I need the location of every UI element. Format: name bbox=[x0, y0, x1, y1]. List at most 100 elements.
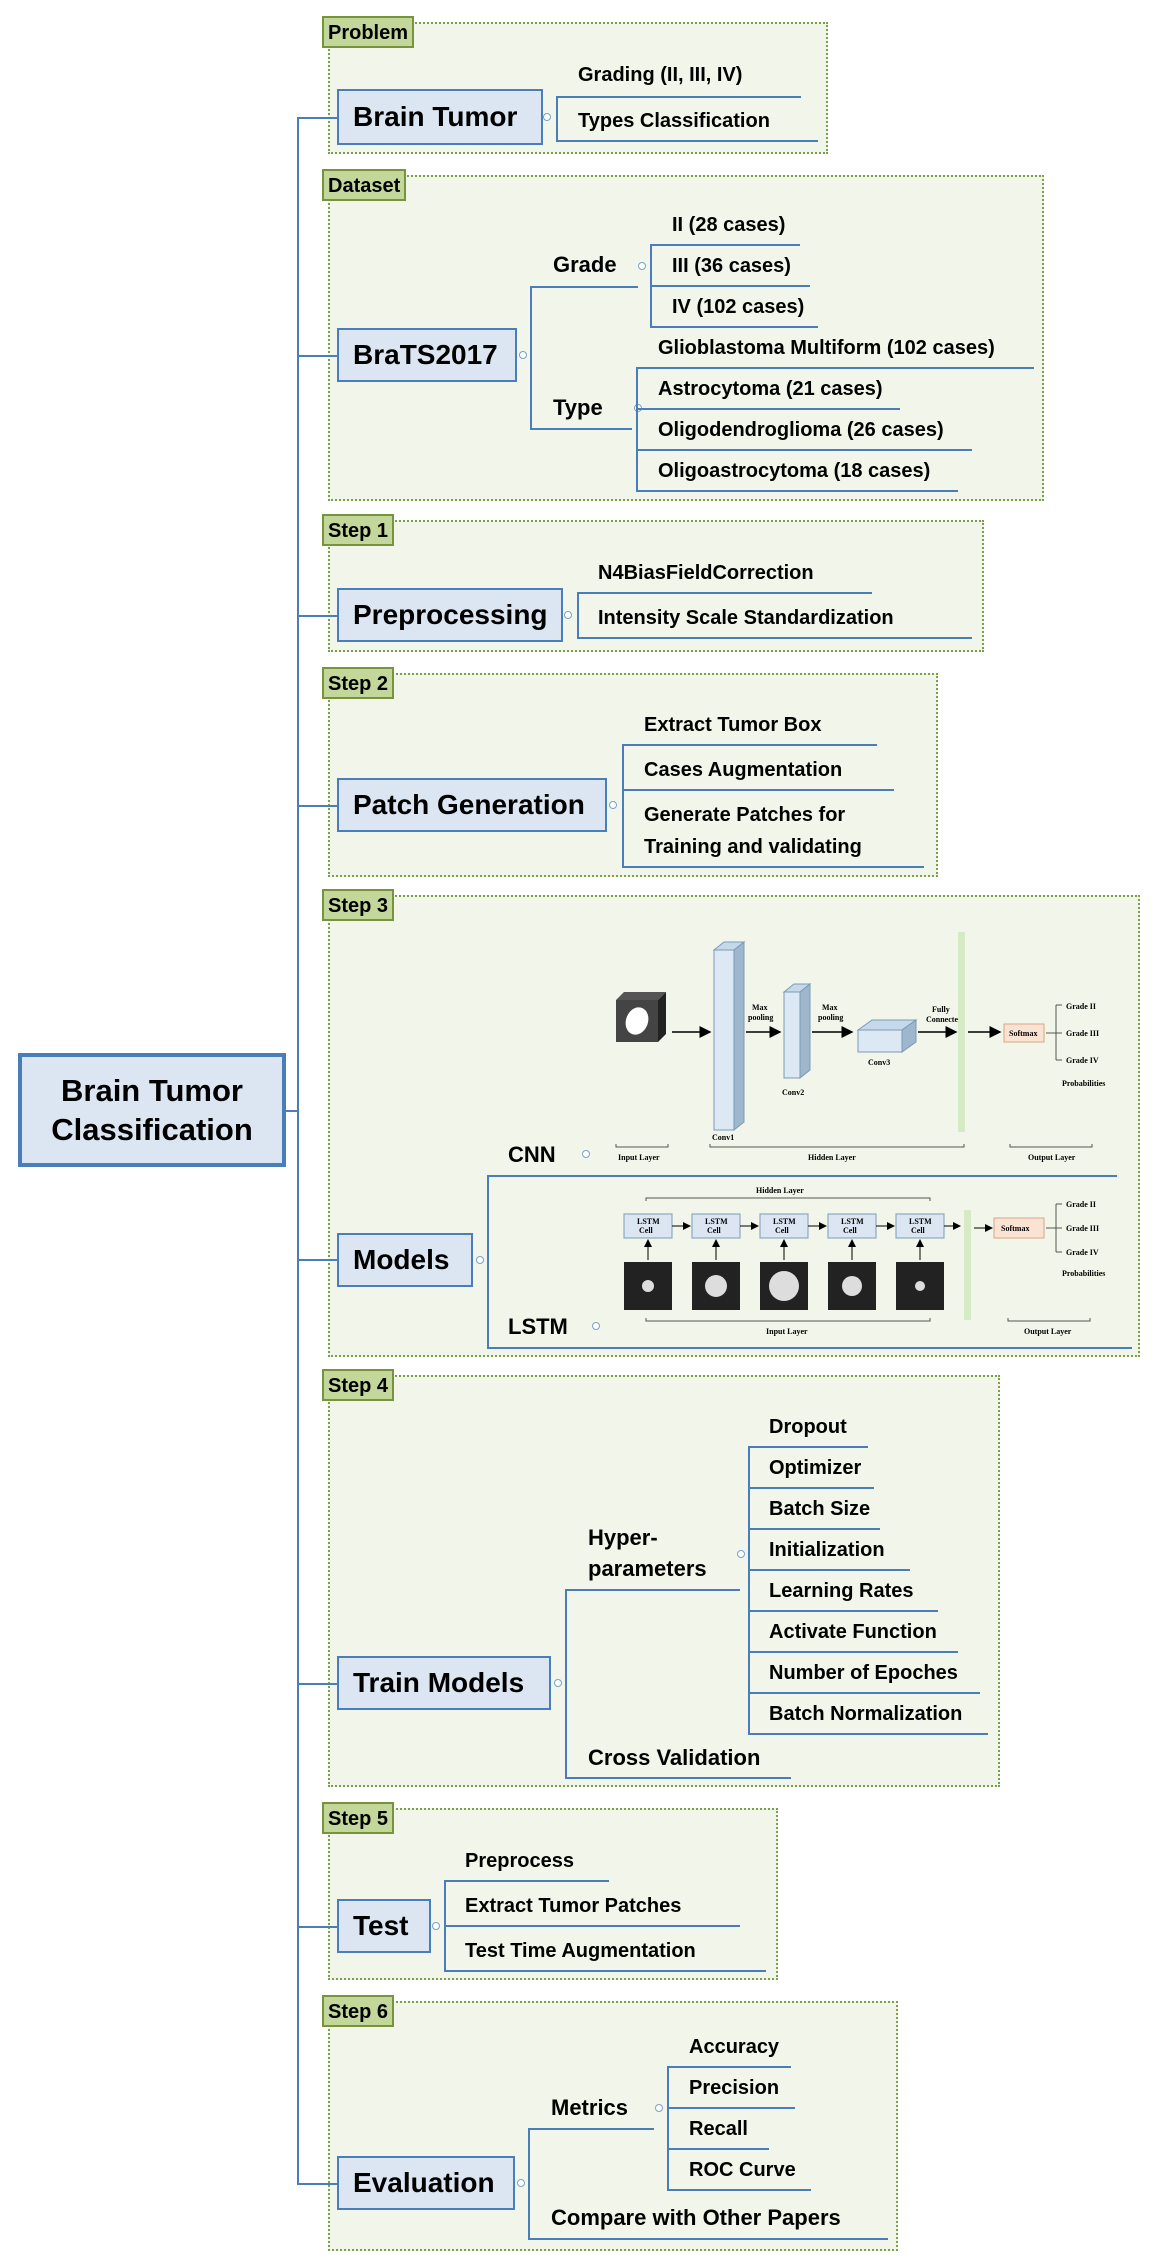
compare-label: Compare with Other Papers bbox=[551, 2205, 841, 2230]
conv3-label: Conv3 bbox=[868, 1058, 890, 1067]
main-spine bbox=[297, 117, 299, 2183]
collapse-icon[interactable] bbox=[554, 1679, 562, 1687]
root-node[interactable]: Brain Tumor Classification bbox=[18, 1053, 286, 1167]
step3-title: Models bbox=[353, 1244, 450, 1275]
type-item: Oligoastrocytoma (18 cases) bbox=[658, 460, 931, 482]
metrics-item-recall: Recall bbox=[689, 2118, 748, 2140]
step5-ul-3 bbox=[444, 1970, 766, 1972]
dataset-node[interactable]: BraTS2017 bbox=[337, 328, 517, 382]
conv1-label: Conv1 bbox=[712, 1133, 734, 1142]
svg-text:LSTM: LSTM bbox=[909, 1217, 932, 1226]
hyper-item-ul bbox=[748, 1692, 980, 1694]
hyper-item-ul bbox=[748, 1651, 958, 1653]
lstm-label: LSTM bbox=[508, 1314, 568, 1339]
step6-title: Evaluation bbox=[353, 2167, 495, 2198]
svg-text:LSTM: LSTM bbox=[773, 1217, 796, 1226]
grade-label: Grade bbox=[553, 252, 617, 277]
cnn-grade-iii: Grade III bbox=[1066, 1029, 1099, 1038]
metrics-item-ul bbox=[667, 2066, 791, 2068]
step2-tag: Step 2 bbox=[322, 667, 395, 699]
type-label: Type bbox=[553, 395, 603, 420]
svg-text:LSTM: LSTM bbox=[705, 1217, 728, 1226]
max-pool-label-2: Max bbox=[822, 1003, 838, 1012]
cnn-hidden-layer: Hidden Layer bbox=[808, 1153, 856, 1162]
step5-node[interactable]: Test bbox=[337, 1899, 431, 1953]
step1-vline bbox=[577, 592, 579, 637]
hidden-layer-bracket bbox=[709, 1144, 965, 1148]
hyper-label-line1: Hyper- bbox=[588, 1525, 658, 1550]
step2-item-augment: Cases Augmentation bbox=[644, 759, 843, 781]
softmax-box bbox=[1003, 1023, 1045, 1043]
input-patch-icon bbox=[760, 1262, 808, 1310]
step6-node[interactable]: Evaluation bbox=[337, 2156, 515, 2210]
problem-item-types: Types Classification bbox=[578, 110, 770, 132]
hyper-item-epochs: Number of Epoches bbox=[769, 1662, 958, 1684]
root-connector bbox=[286, 1110, 298, 1112]
step4-vline bbox=[565, 1589, 567, 1777]
step1-ul-2 bbox=[577, 637, 972, 639]
dataset-tag: Dataset bbox=[322, 169, 407, 201]
dataset-title: BraTS2017 bbox=[353, 339, 498, 370]
collapse-icon[interactable] bbox=[609, 801, 617, 809]
step2-vline bbox=[622, 744, 624, 866]
hyper-ul bbox=[565, 1589, 740, 1591]
metrics-item-roc: ROC Curve bbox=[689, 2159, 796, 2181]
collapse-icon[interactable] bbox=[638, 262, 646, 270]
step2-item-generate-1: Generate Patches for bbox=[644, 804, 846, 826]
collapse-icon[interactable] bbox=[432, 1922, 440, 1930]
step2-branch bbox=[297, 805, 337, 807]
step1-ul-1 bbox=[577, 592, 872, 594]
hyper-vline bbox=[748, 1446, 750, 1733]
cnn-output-layer: Output Layer bbox=[1028, 1153, 1076, 1162]
step3-node[interactable]: Models bbox=[337, 1233, 473, 1287]
step5-item-tta: Test Time Augmentation bbox=[465, 1940, 696, 1962]
lstm-probabilities: Probabilities bbox=[1062, 1269, 1105, 1278]
step1-node[interactable]: Preprocessing bbox=[337, 588, 563, 642]
metrics-item-precision: Precision bbox=[689, 2077, 780, 2099]
hyper-label-line2: parameters bbox=[588, 1556, 707, 1581]
lstm-output-layer: Output Layer bbox=[1024, 1327, 1072, 1336]
type-vline bbox=[636, 367, 638, 490]
collapse-icon[interactable] bbox=[517, 2179, 525, 2187]
lstm-hidden-bracket bbox=[645, 1197, 931, 1201]
problem-node[interactable]: Brain Tumor bbox=[337, 89, 543, 145]
collapse-icon[interactable] bbox=[543, 113, 551, 121]
step5-title: Test bbox=[353, 1910, 409, 1941]
metrics-vline bbox=[667, 2066, 669, 2189]
lstm-output-bracket bbox=[1007, 1318, 1091, 1322]
step5-ul-2 bbox=[444, 1925, 740, 1927]
compare-ul bbox=[528, 2238, 888, 2240]
type-ul-2 bbox=[636, 408, 900, 410]
step1-branch bbox=[297, 615, 337, 617]
cnn-grade-ii: Grade II bbox=[1066, 1002, 1096, 1011]
softmax-bracket bbox=[1046, 1004, 1062, 1061]
problem-branch bbox=[297, 117, 337, 119]
cnn-architecture-diagram: Max pooling Max pooling Fully Connected … bbox=[615, 932, 1105, 1162]
collapse-icon[interactable] bbox=[655, 2104, 663, 2112]
root-title-line1: Brain Tumor bbox=[61, 1073, 243, 1108]
collapse-icon[interactable] bbox=[476, 1256, 484, 1264]
metrics-item-ul bbox=[667, 2189, 811, 2191]
svg-text:Cell: Cell bbox=[911, 1226, 926, 1235]
collapse-icon[interactable] bbox=[592, 1322, 600, 1330]
step4-node[interactable]: Train Models bbox=[337, 1656, 551, 1710]
svg-text:Cell: Cell bbox=[775, 1226, 790, 1235]
input-patch-icon bbox=[692, 1262, 740, 1310]
hyper-item-ul bbox=[748, 1487, 874, 1489]
lstm-ul bbox=[487, 1347, 1132, 1349]
step4-section bbox=[328, 1375, 1000, 1787]
collapse-icon[interactable] bbox=[737, 1550, 745, 1558]
collapse-icon[interactable] bbox=[564, 611, 572, 619]
cnn-ul bbox=[487, 1175, 1117, 1177]
fully-connected-layer bbox=[958, 932, 965, 1132]
grade-item: II (28 cases) bbox=[672, 214, 786, 236]
root-title-line2: Classification bbox=[51, 1112, 253, 1147]
step4-branch bbox=[297, 1683, 337, 1685]
collapse-icon[interactable] bbox=[519, 351, 527, 359]
input-patch-icon bbox=[624, 1262, 672, 1310]
collapse-icon[interactable] bbox=[582, 1150, 590, 1158]
hyper-item-batch-size: Batch Size bbox=[769, 1498, 871, 1520]
step2-node[interactable]: Patch Generation bbox=[337, 778, 607, 832]
